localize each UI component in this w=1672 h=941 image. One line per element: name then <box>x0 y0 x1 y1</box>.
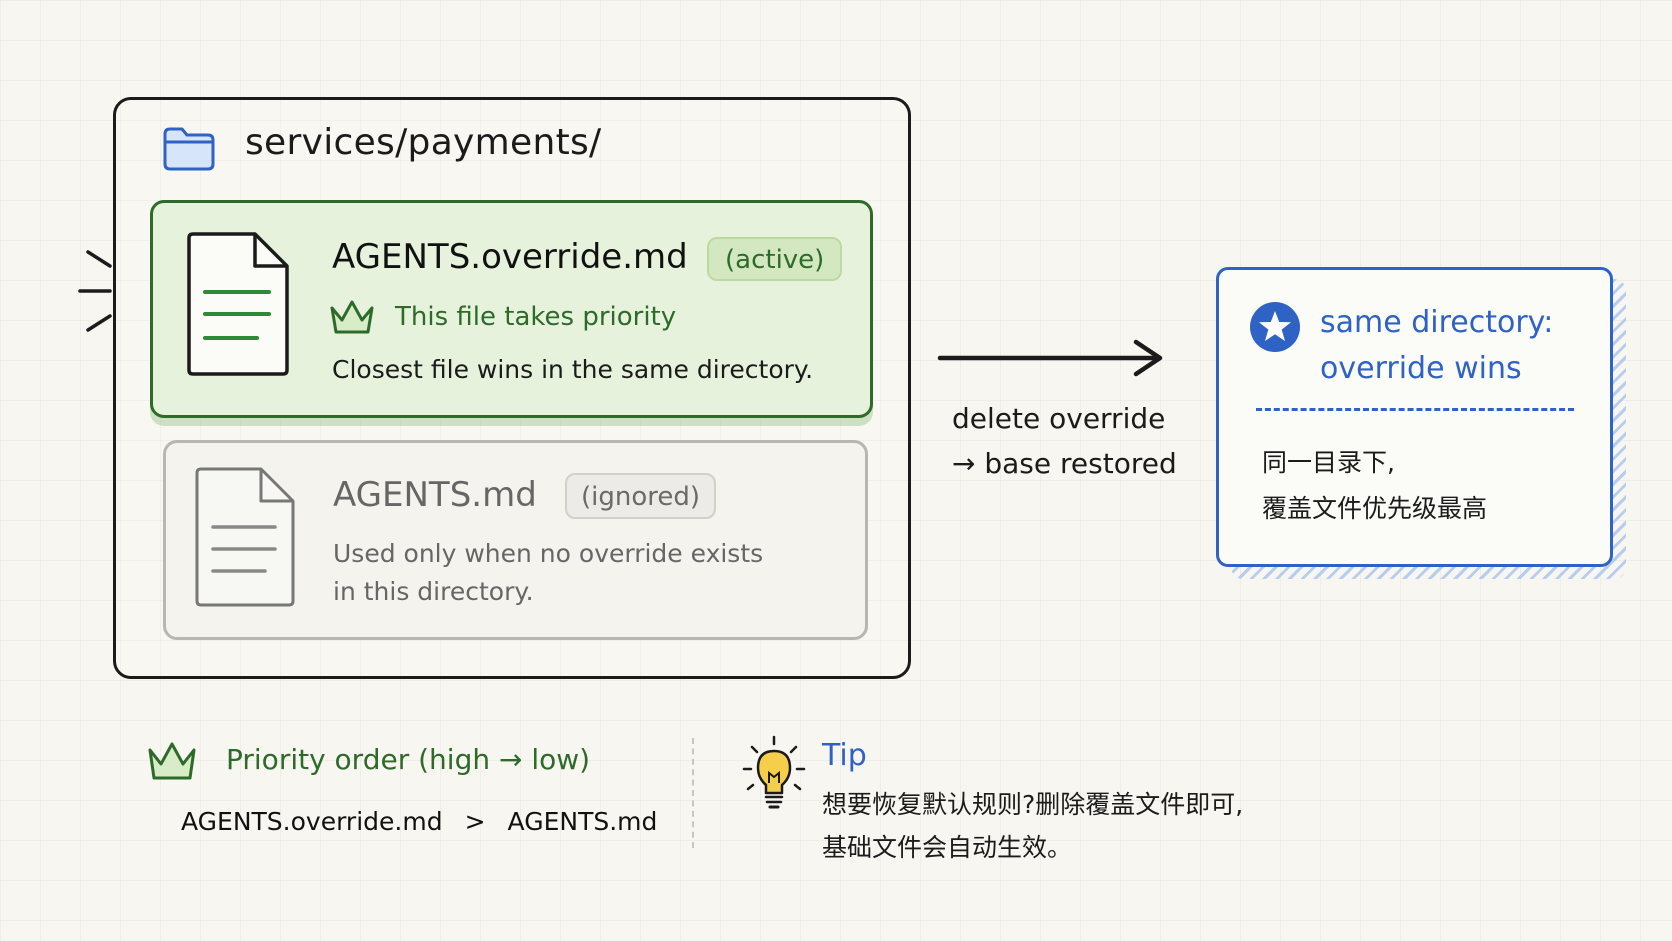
ignored-file-description: Used only when no override exists in thi… <box>333 535 813 611</box>
priority-first: AGENTS.override.md <box>181 807 443 836</box>
transition-line2: → base restored <box>952 447 1177 480</box>
lightbulb-icon <box>742 735 806 809</box>
crown-icon <box>148 742 196 780</box>
right-arrow-icon <box>937 339 1163 377</box>
active-file-name: AGENTS.override.md <box>332 237 688 277</box>
result-title-line2: override wins <box>1320 351 1522 386</box>
result-desc-line1: 同一目录下, <box>1262 448 1395 477</box>
vertical-divider <box>692 738 694 848</box>
tip-line1: 想要恢复默认规则?删除覆盖文件即可, <box>822 790 1244 819</box>
active-badge: (active) <box>707 237 843 281</box>
tip-line2: 基础文件会自动生效。 <box>822 833 1073 862</box>
folder-icon <box>163 127 215 171</box>
priority-second: AGENTS.md <box>507 807 658 836</box>
crown-icon <box>330 300 374 334</box>
result-title-line1: same directory: <box>1320 305 1554 340</box>
ignored-desc-line2: in this directory. <box>333 577 534 606</box>
transition-line1: delete override <box>952 402 1166 435</box>
result-title: same directory: override wins <box>1320 300 1590 392</box>
transition-label: delete override → base restored <box>952 396 1177 486</box>
star-icon <box>1250 302 1300 352</box>
legend-title: Priority order (high → low) <box>226 743 591 776</box>
priority-separator: > <box>464 807 486 836</box>
directory-path: services/payments/ <box>245 122 602 163</box>
result-desc-line2: 覆盖文件优先级最高 <box>1262 494 1488 523</box>
ignored-file-name: AGENTS.md <box>333 475 537 515</box>
active-file-description: Closest file wins in the same directory. <box>332 355 814 384</box>
tip-text: 想要恢复默认规则?删除覆盖文件即可, 基础文件会自动生效。 <box>822 783 1322 869</box>
priority-note: This file takes priority <box>395 302 677 332</box>
ignored-badge: (ignored) <box>565 473 717 519</box>
highlight-marks <box>78 250 112 332</box>
ignored-desc-line1: Used only when no override exists <box>333 539 764 568</box>
result-description: 同一目录下, 覆盖文件优先级最高 <box>1262 440 1582 532</box>
document-icon <box>195 467 295 607</box>
tip-title: Tip <box>822 738 867 773</box>
priority-order: AGENTS.override.md > AGENTS.md <box>181 807 657 836</box>
dashed-divider <box>1256 408 1574 411</box>
document-icon <box>187 232 289 376</box>
